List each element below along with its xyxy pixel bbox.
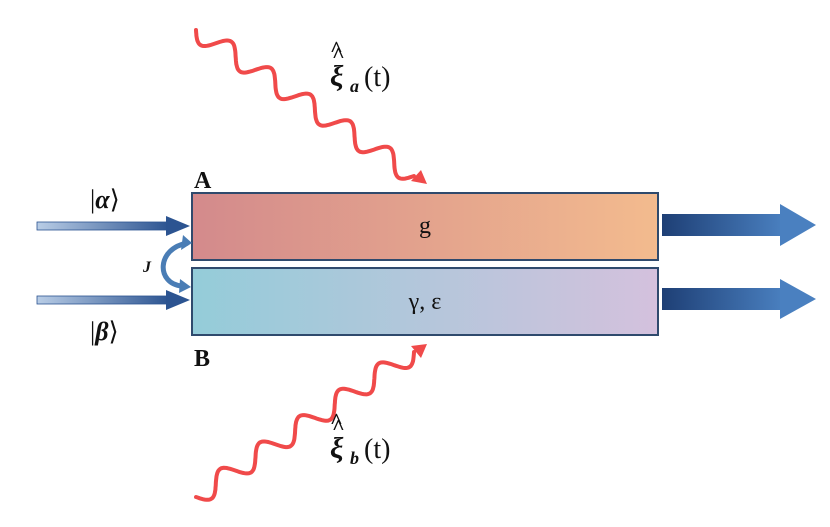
waveguide-a-parameter: g bbox=[419, 213, 431, 239]
noise-wave-b bbox=[194, 344, 427, 502]
noise-symbol-b: ξ bbox=[330, 432, 344, 465]
input-arrow-a bbox=[36, 216, 190, 236]
noise-argument-a: (t) bbox=[364, 62, 390, 93]
noise-hat-b-2: ^ bbox=[330, 408, 343, 433]
noise-subscript-a: a bbox=[350, 76, 359, 96]
coupling-arrow bbox=[160, 235, 192, 293]
input-arrow-b bbox=[36, 290, 190, 310]
waveguide-a-label: A bbox=[194, 168, 212, 194]
input-state-alpha: |α⟩ bbox=[90, 185, 120, 214]
noise-hat-a-2: ^ bbox=[330, 36, 343, 61]
noise-wave-a bbox=[194, 28, 427, 184]
output-arrow-a bbox=[662, 204, 816, 246]
waveguide-b-parameter: γ, ε bbox=[408, 289, 442, 315]
noise-subscript-b: b bbox=[350, 448, 359, 468]
noise-hat-a: ^ bbox=[332, 42, 345, 67]
waveguide-a bbox=[191, 192, 659, 261]
noise-symbol-a: ξ bbox=[330, 60, 344, 93]
coupling-label: J bbox=[142, 259, 152, 276]
waveguide-b-label: B bbox=[194, 346, 210, 372]
waveguide-b bbox=[191, 267, 659, 336]
noise-label-b: ξ ^ ^ b (t) bbox=[330, 408, 390, 468]
output-arrow-b bbox=[662, 279, 816, 319]
noise-label-a: ξ ^ ^ a (t) bbox=[330, 36, 390, 96]
input-state-beta: |β⟩ bbox=[90, 317, 119, 346]
noise-argument-b: (t) bbox=[364, 434, 390, 465]
noise-hat-b: ^ bbox=[332, 414, 345, 439]
